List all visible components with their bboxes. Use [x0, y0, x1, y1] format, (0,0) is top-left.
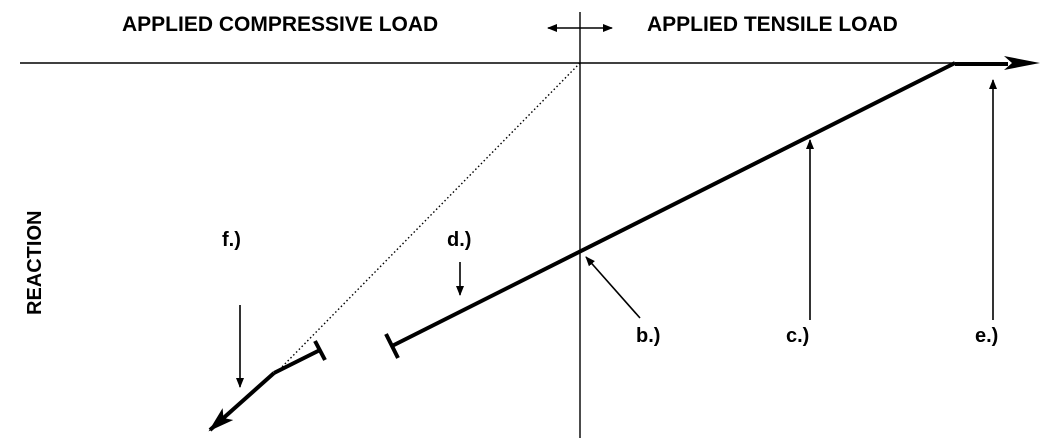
load-axis-arrowhead-icon	[1004, 56, 1040, 70]
callout-b-label: b.)	[636, 325, 660, 347]
compressive-failure-arrow	[208, 371, 276, 432]
compressive-load-label: APPLIED COMPRESSIVE LOAD	[122, 13, 438, 36]
callout-c-label: c.)	[786, 325, 809, 347]
reaction-axis-label: REACTION	[24, 211, 46, 315]
callout-f-label: f.)	[222, 229, 241, 251]
callout-b-arrow	[585, 256, 641, 319]
reaction-line	[391, 61, 956, 348]
compressive-segment	[273, 348, 321, 375]
tensile-load-label: APPLIED TENSILE LOAD	[647, 13, 898, 36]
compressive-segment-cap	[313, 340, 327, 361]
callout-d-label: d.)	[447, 229, 471, 251]
callout-e-label: e.)	[975, 325, 998, 347]
reaction-line-cap	[384, 333, 400, 359]
dotted-extension-line	[275, 62, 581, 374]
